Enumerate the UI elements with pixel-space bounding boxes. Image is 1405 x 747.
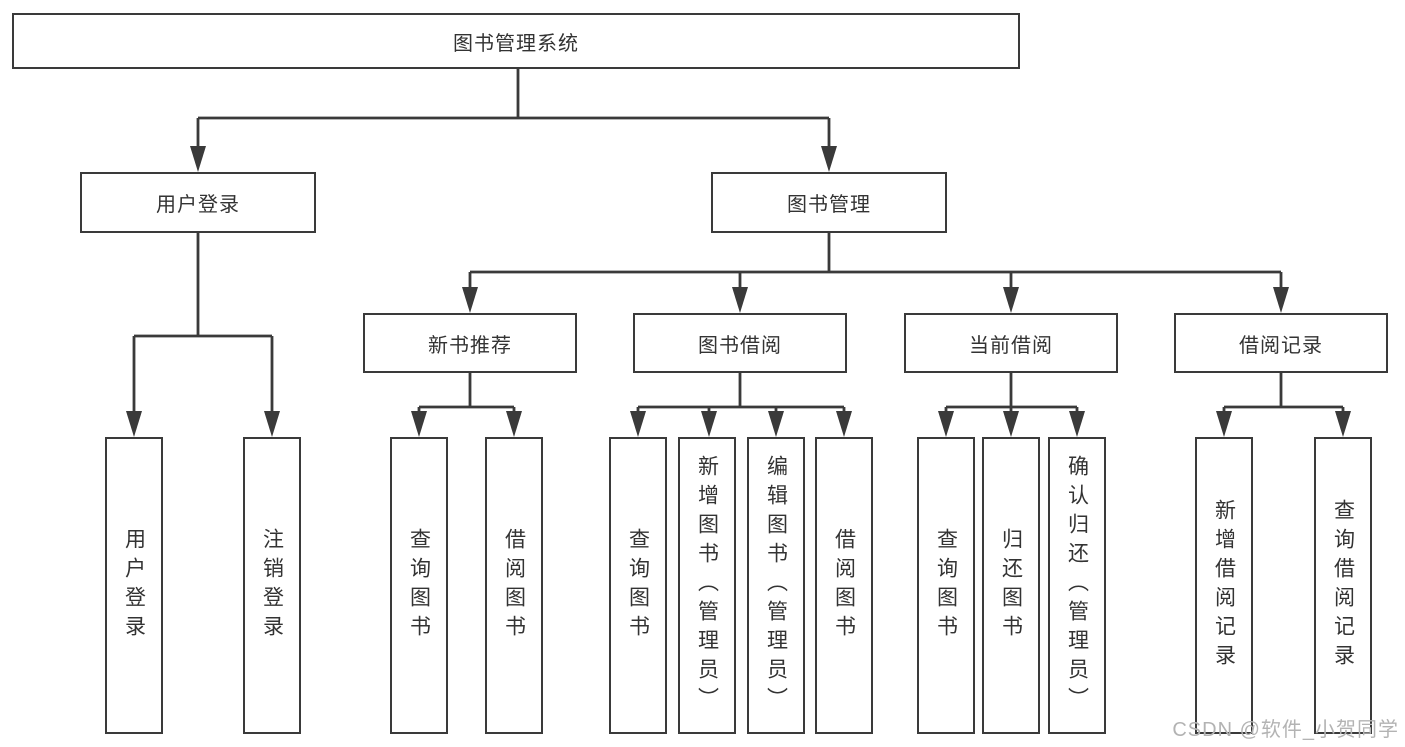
leaf-confirm-return-admin-label: 确认归还（管理员） bbox=[1065, 455, 1089, 716]
leaf-return-books: 归还图书 bbox=[982, 437, 1040, 734]
node-current-borrowing-label: 当前借阅 bbox=[969, 334, 1053, 357]
leaf-query-books-recommend: 查询图书 bbox=[390, 437, 448, 734]
node-book-borrowing-label: 图书借阅 bbox=[698, 334, 782, 357]
node-current-borrowing: 当前借阅 bbox=[904, 313, 1118, 373]
leaf-user-login-label: 用户登录 bbox=[122, 527, 146, 644]
node-new-book-recommend-label: 新书推荐 bbox=[428, 334, 512, 357]
leaf-add-book-admin: 新增图书（管理员） bbox=[678, 437, 736, 734]
arrowheads bbox=[126, 146, 1351, 437]
leaf-add-book-admin-label: 新增图书（管理员） bbox=[695, 455, 719, 716]
leaf-borrow-books-borrowing: 借阅图书 bbox=[815, 437, 873, 734]
node-root-system: 图书管理系统 bbox=[12, 13, 1020, 69]
leaf-query-books-borrowing: 查询图书 bbox=[609, 437, 667, 734]
leaf-logout-label: 注销登录 bbox=[260, 527, 284, 644]
node-user-login-label: 用户登录 bbox=[156, 194, 240, 216]
leaf-add-borrow-record: 新增借阅记录 bbox=[1195, 437, 1253, 734]
node-book-management: 图书管理 bbox=[711, 172, 947, 233]
leaf-edit-book-admin-label: 编辑图书（管理员） bbox=[764, 455, 788, 716]
csdn-watermark: CSDN @软件_小贺同学 bbox=[1172, 719, 1399, 741]
node-borrowing-records-label: 借阅记录 bbox=[1239, 334, 1323, 357]
node-book-borrowing: 图书借阅 bbox=[633, 313, 847, 373]
node-user-login: 用户登录 bbox=[80, 172, 316, 233]
leaf-return-books-label: 归还图书 bbox=[999, 527, 1023, 644]
leaf-query-books-current: 查询图书 bbox=[917, 437, 975, 734]
leaf-borrow-books-recommend: 借阅图书 bbox=[485, 437, 543, 734]
leaf-query-books-current-label: 查询图书 bbox=[934, 527, 958, 644]
leaf-query-borrow-record: 查询借阅记录 bbox=[1314, 437, 1372, 734]
leaf-confirm-return-admin: 确认归还（管理员） bbox=[1048, 437, 1106, 734]
leaf-query-borrow-record-label: 查询借阅记录 bbox=[1331, 498, 1355, 673]
leaf-user-login: 用户登录 bbox=[105, 437, 163, 734]
leaf-query-books-borrowing-label: 查询图书 bbox=[626, 527, 650, 644]
leaf-borrow-books-borrowing-label: 借阅图书 bbox=[832, 527, 856, 644]
leaf-edit-book-admin: 编辑图书（管理员） bbox=[747, 437, 805, 734]
node-root-label: 图书管理系统 bbox=[453, 32, 579, 55]
leaf-borrow-books-recommend-label: 借阅图书 bbox=[502, 527, 526, 644]
node-borrowing-records: 借阅记录 bbox=[1174, 313, 1388, 373]
leaf-add-borrow-record-label: 新增借阅记录 bbox=[1212, 498, 1236, 673]
leaf-query-books-recommend-label: 查询图书 bbox=[407, 527, 431, 644]
node-book-management-label: 图书管理 bbox=[787, 194, 871, 216]
leaf-logout: 注销登录 bbox=[243, 437, 301, 734]
node-new-book-recommend: 新书推荐 bbox=[363, 313, 577, 373]
